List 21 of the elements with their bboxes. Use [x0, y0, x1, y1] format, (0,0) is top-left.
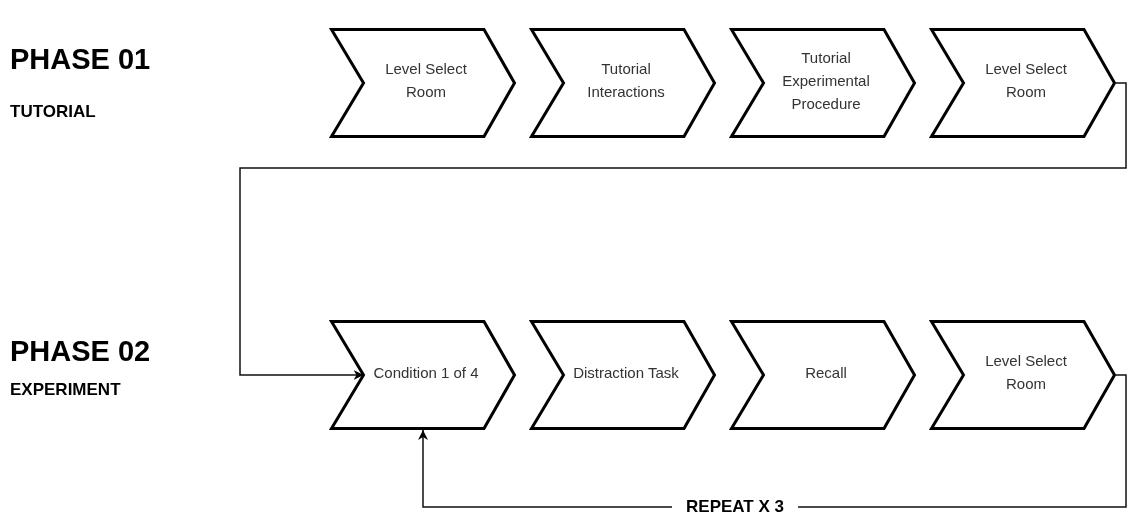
- chevron-step: [930, 320, 1116, 430]
- chevron-step: [330, 28, 516, 138]
- chevron-step: [330, 320, 516, 430]
- chevron-step: [530, 28, 716, 138]
- step-label: Tutorial Experimental Procedure: [781, 47, 871, 114]
- step-label: Level Select Room: [384, 59, 468, 102]
- phase-subtitle: EXPERIMENT: [10, 380, 121, 400]
- phase-title: PHASE 02: [10, 335, 151, 368]
- step-label: Tutorial Interactions: [586, 59, 666, 102]
- step-label: Distraction Task: [573, 362, 679, 383]
- connector-arrow: [239, 82, 1127, 380]
- step-label: Condition 1 of 4: [373, 362, 479, 383]
- chevron-step: [730, 320, 916, 430]
- chevron-step: [930, 28, 1116, 138]
- step-label: Level Select Room: [984, 351, 1068, 394]
- phase-title: PHASE 01: [10, 43, 151, 76]
- step-label: Level Select Room: [984, 59, 1068, 102]
- phase-subtitle: TUTORIAL: [10, 102, 96, 122]
- chevron-step: [730, 28, 916, 138]
- chevron-step: [530, 320, 716, 430]
- step-label: Recall: [805, 362, 847, 383]
